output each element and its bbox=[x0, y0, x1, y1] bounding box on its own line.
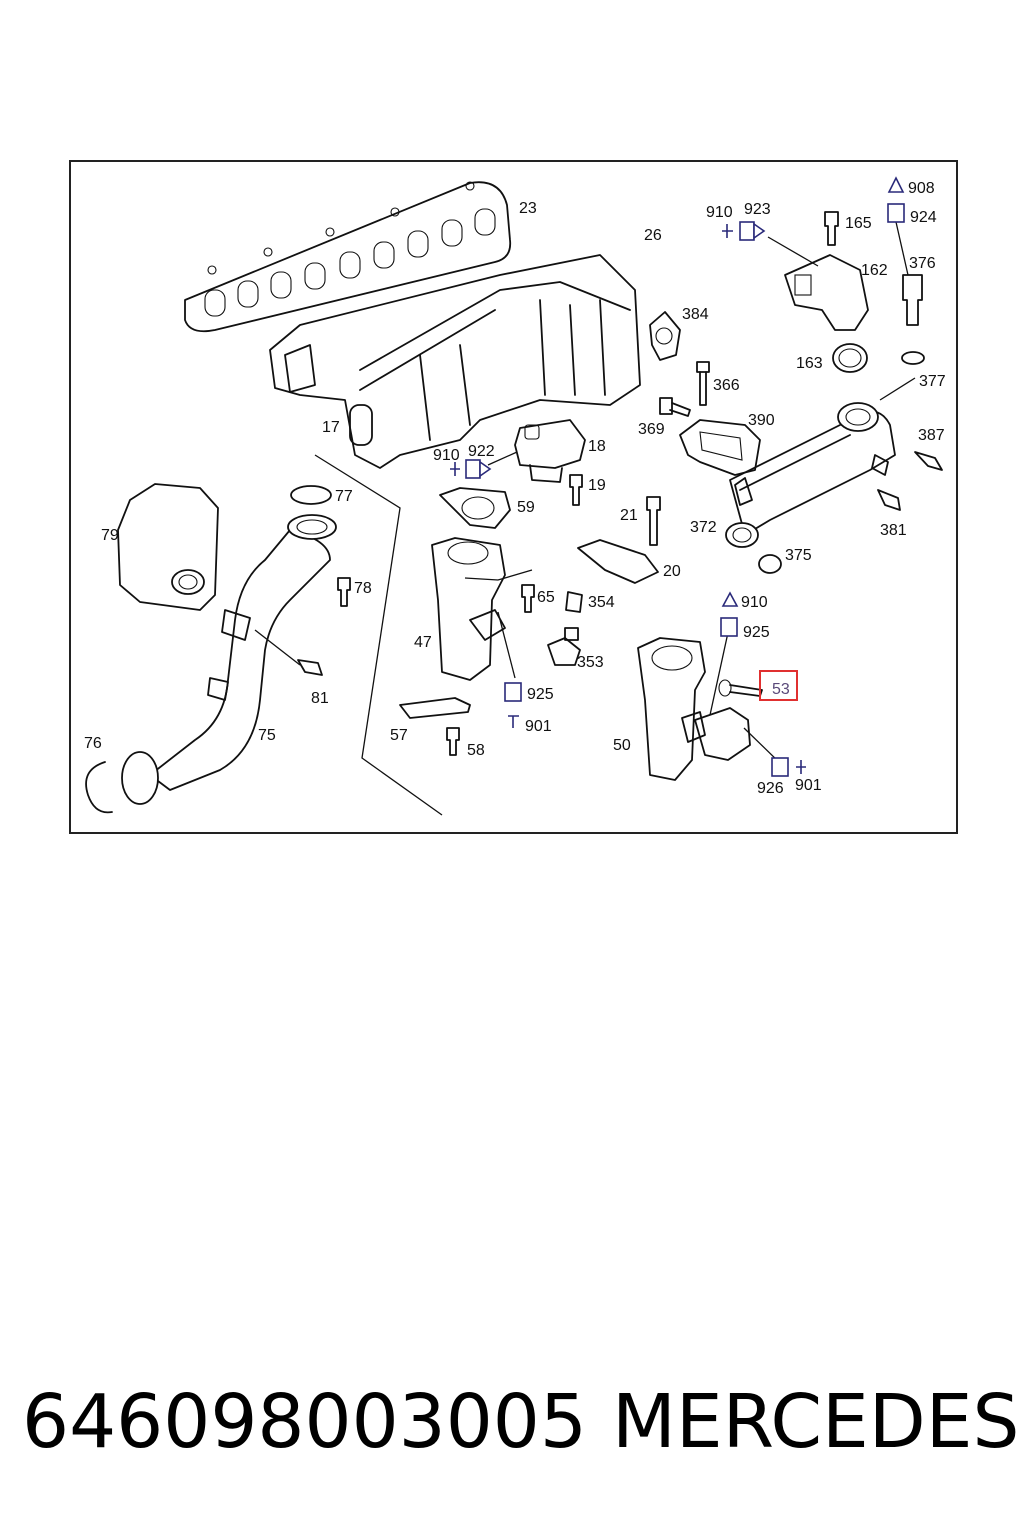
part-58-bolt bbox=[446, 727, 460, 756]
part-23-manifold-gasket bbox=[184, 181, 512, 333]
part-19-bolt bbox=[569, 474, 583, 506]
callout-377: 377 bbox=[919, 373, 946, 390]
diagram-frame bbox=[69, 160, 958, 834]
part-384-gasket bbox=[649, 311, 681, 361]
callout-926: 926 bbox=[757, 780, 784, 797]
callout-26: 26 bbox=[644, 227, 662, 244]
callout-17: 17 bbox=[322, 419, 340, 436]
callout-53: 53 bbox=[772, 681, 790, 698]
callout-901a: 901 bbox=[525, 718, 552, 735]
callout-50: 50 bbox=[613, 737, 631, 754]
callout-20: 20 bbox=[663, 563, 681, 580]
part-163-seal-ring bbox=[832, 343, 868, 373]
part-81-bolt bbox=[297, 659, 323, 676]
callout-381: 381 bbox=[880, 522, 907, 539]
callout-labels: 23 26 17 384 366 390 369 910 922 18 19 5… bbox=[84, 180, 946, 797]
callout-922: 922 bbox=[468, 443, 495, 460]
callout-78: 78 bbox=[354, 580, 372, 597]
callout-910a: 910 bbox=[433, 447, 460, 464]
callout-47: 47 bbox=[414, 634, 432, 651]
part-47-egr-pipe bbox=[431, 537, 506, 681]
callout-21: 21 bbox=[620, 507, 638, 524]
callout-375: 375 bbox=[785, 547, 812, 564]
connector-symbol-926-901 bbox=[771, 757, 806, 777]
callout-908: 908 bbox=[908, 180, 935, 197]
callout-165: 165 bbox=[845, 215, 872, 232]
part-381-bolt bbox=[877, 489, 901, 511]
callout-925a: 925 bbox=[743, 624, 770, 641]
part-17-exhaust-manifold bbox=[269, 254, 641, 469]
callout-901b: 901 bbox=[795, 777, 822, 794]
callout-353: 353 bbox=[577, 654, 604, 671]
part-162-sensor bbox=[784, 254, 869, 331]
part-number: 646098003005 bbox=[22, 1379, 587, 1465]
part-59-gasket bbox=[439, 487, 511, 529]
part-18-actuator bbox=[514, 419, 586, 483]
callout-376: 376 bbox=[909, 255, 936, 272]
callout-366: 366 bbox=[713, 377, 740, 394]
callout-57: 57 bbox=[390, 727, 408, 744]
callout-77: 77 bbox=[335, 488, 353, 505]
part-390-bracket bbox=[679, 419, 761, 476]
callout-23: 23 bbox=[519, 200, 537, 217]
part-372-egr-cooler-pipe bbox=[725, 402, 896, 548]
callout-81: 81 bbox=[311, 690, 329, 707]
part-65-bolt bbox=[521, 584, 535, 613]
callout-910b: 910 bbox=[706, 204, 733, 221]
part-77-seal-ring bbox=[290, 485, 332, 505]
callout-59: 59 bbox=[517, 499, 535, 516]
callout-372: 372 bbox=[690, 519, 717, 536]
part-57-bracket bbox=[399, 697, 471, 719]
callout-65: 65 bbox=[537, 589, 555, 606]
part-353-sensor bbox=[547, 627, 581, 666]
callout-163: 163 bbox=[796, 355, 823, 372]
part-165-bolt bbox=[824, 211, 839, 246]
part-21-bolt bbox=[646, 496, 661, 546]
part-78-bolt bbox=[337, 577, 351, 607]
part-79-cover bbox=[117, 483, 219, 611]
connector-symbol-910-925 bbox=[720, 591, 739, 637]
part-20-gasket bbox=[577, 539, 659, 584]
callout-76: 76 bbox=[84, 735, 102, 752]
part-50-egr-valve bbox=[637, 637, 751, 781]
part-76-clamp bbox=[85, 761, 113, 814]
callout-910c: 910 bbox=[741, 594, 768, 611]
highlight-box-53 bbox=[759, 670, 798, 701]
part-369-stud bbox=[659, 397, 691, 417]
callout-162: 162 bbox=[861, 262, 888, 279]
callout-369: 369 bbox=[638, 421, 665, 438]
part-376-pressure-sensor bbox=[901, 274, 925, 365]
callout-924: 924 bbox=[910, 209, 937, 226]
callout-923: 923 bbox=[744, 201, 771, 218]
callout-19: 19 bbox=[588, 477, 606, 494]
connector-symbol-925-901 bbox=[504, 682, 522, 728]
part-75-intake-pipe bbox=[121, 514, 337, 805]
callout-79: 79 bbox=[101, 527, 119, 544]
connector-symbol-910-922 bbox=[450, 459, 492, 479]
part-354-pin bbox=[565, 591, 583, 613]
connector-symbol-908-924 bbox=[887, 176, 905, 223]
callout-384: 384 bbox=[682, 306, 709, 323]
part-366-bolt bbox=[696, 361, 710, 406]
brand-name: MERCEDES bbox=[612, 1379, 1020, 1465]
callout-18: 18 bbox=[588, 438, 606, 455]
callout-925b: 925 bbox=[527, 686, 554, 703]
callout-387: 387 bbox=[918, 427, 945, 444]
part-375-seal-ring bbox=[758, 554, 782, 574]
callout-390: 390 bbox=[748, 412, 775, 429]
callout-354: 354 bbox=[588, 594, 615, 611]
connector-symbol-910-923 bbox=[722, 221, 766, 241]
callout-75: 75 bbox=[258, 727, 276, 744]
callout-58: 58 bbox=[467, 742, 485, 759]
part-387-bolt bbox=[914, 451, 943, 471]
